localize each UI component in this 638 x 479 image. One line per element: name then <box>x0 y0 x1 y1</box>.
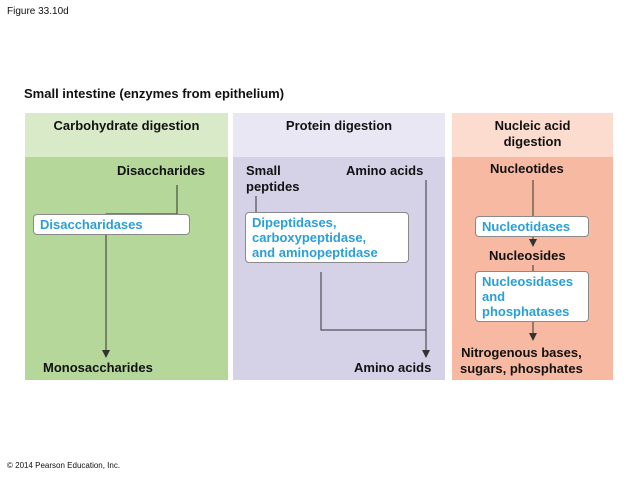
peptidases-line3: and aminopeptidase <box>252 245 378 260</box>
small-peptides-line2: peptides <box>246 179 300 194</box>
small-peptides-line1: Small <box>246 163 281 178</box>
disaccharidases-enzyme-box[interactable]: Disaccharidases <box>33 214 190 235</box>
monosaccharides-label: Monosaccharides <box>43 360 153 375</box>
nucleosidases-enzyme-box[interactable]: Nucleosidases and phosphatases <box>475 271 589 322</box>
nucleic-acid-column: Nucleic acid digestion Nucleotides Nucle… <box>452 113 613 380</box>
nucleosidases-line1: Nucleosidases <box>482 274 574 289</box>
small-peptides-label: Small peptides <box>246 163 299 195</box>
nucleic-products-label: Nitrogenous bases, sugars, phosphates <box>460 345 583 377</box>
nucleosidases-line2: and <box>482 289 506 304</box>
copyright-notice: © 2014 Pearson Education, Inc. <box>7 461 121 470</box>
disaccharides-label: Disaccharides <box>117 163 206 178</box>
nucleotidases-enzyme-box[interactable]: Nucleotidases <box>475 216 589 237</box>
peptidases-enzyme-box[interactable]: Dipeptidases, carboxypeptidase, and amin… <box>245 212 409 263</box>
nucleic-products-line1: Nitrogenous bases, <box>461 345 582 360</box>
protein-header: Protein digestion <box>233 113 445 157</box>
nucleotides-label: Nucleotides <box>490 161 564 176</box>
nucleic-products-line2: sugars, phosphates <box>460 361 583 376</box>
diagram-title: Small intestine (enzymes from epithelium… <box>24 86 285 101</box>
peptidases-line1: Dipeptidases, <box>252 215 337 230</box>
nucleic-acid-header-line2: digestion <box>503 134 562 149</box>
nucleosidases-line3: phosphatases <box>482 304 570 319</box>
figure-label: Figure 33.10d <box>7 6 69 17</box>
protein-column: Protein digestion Small peptides Amino a… <box>233 113 445 380</box>
carbohydrate-column: Carbohydrate digestion Disaccharides Mon… <box>25 113 228 380</box>
protein-header-text: Protein digestion <box>285 118 393 133</box>
carbohydrate-header: Carbohydrate digestion <box>25 113 228 157</box>
nucleic-acid-header-text: Nucleic acid digestion <box>452 118 613 150</box>
peptidases-line2: carboxypeptidase, <box>252 230 367 245</box>
nucleosides-label: Nucleosides <box>489 248 566 263</box>
nucleic-acid-header-line1: Nucleic acid <box>494 118 571 133</box>
amino-acids-output-label: Amino acids <box>354 360 432 375</box>
carbohydrate-header-text: Carbohydrate digestion <box>53 118 200 133</box>
nucleic-acid-header: Nucleic acid digestion <box>452 113 613 157</box>
amino-acids-input-label: Amino acids <box>346 163 424 178</box>
